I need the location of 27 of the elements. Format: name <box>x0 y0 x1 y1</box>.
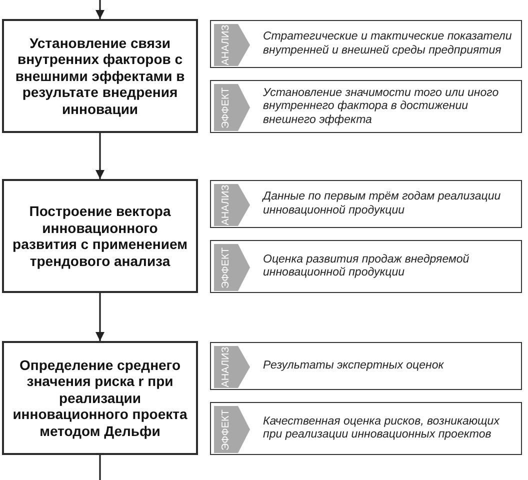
step-text: Установление связи внутренних факторов с внешними эффектами в результате внедрения инновации <box>14 34 186 118</box>
process-box <box>2 19 198 133</box>
description-text: Оценка развития продаж внедряемой инновационной продукции <box>263 253 470 280</box>
tag-label: АНАЛИЗ <box>220 184 232 226</box>
info-panel <box>210 20 522 68</box>
arrow <box>96 133 104 179</box>
arrow <box>96 293 104 341</box>
tag-label: АНАЛИЗ <box>220 346 232 388</box>
description-text: Стратегические и тактические показатели внутренней и внешней среды предприятия <box>263 30 513 58</box>
description-text: Установление значимости того или иного внутреннего фактора в достижении внешнего эффекта <box>263 86 500 127</box>
info-panel <box>210 240 522 293</box>
description-text: Данные по первым трём годам реализации инновационной продукции <box>263 190 502 218</box>
tag-label: ЭФФЕКТ <box>220 87 232 128</box>
info-panel <box>210 342 522 390</box>
description-text: Результаты экспертных оценок <box>263 359 445 373</box>
info-panel <box>210 180 522 228</box>
description-text: Качественная оценка рисков, возникающих при реализации инновационных проектов <box>263 415 500 442</box>
tag-label: АНАЛИЗ <box>220 24 232 66</box>
info-panel <box>210 402 522 455</box>
step-text: Построение вектора инновационного развития с применением трендового анализа <box>12 203 188 269</box>
tag-label: ЭФФЕКТ <box>220 409 232 450</box>
tag-label: ЭФФЕКТ <box>220 247 232 288</box>
process-box <box>2 179 198 293</box>
info-panel <box>210 80 522 133</box>
process-box <box>2 341 198 455</box>
step-text: Определение среднего значения риска r при реализации инновационного проекта методом Дельфи <box>12 356 188 440</box>
arrow <box>96 0 104 19</box>
